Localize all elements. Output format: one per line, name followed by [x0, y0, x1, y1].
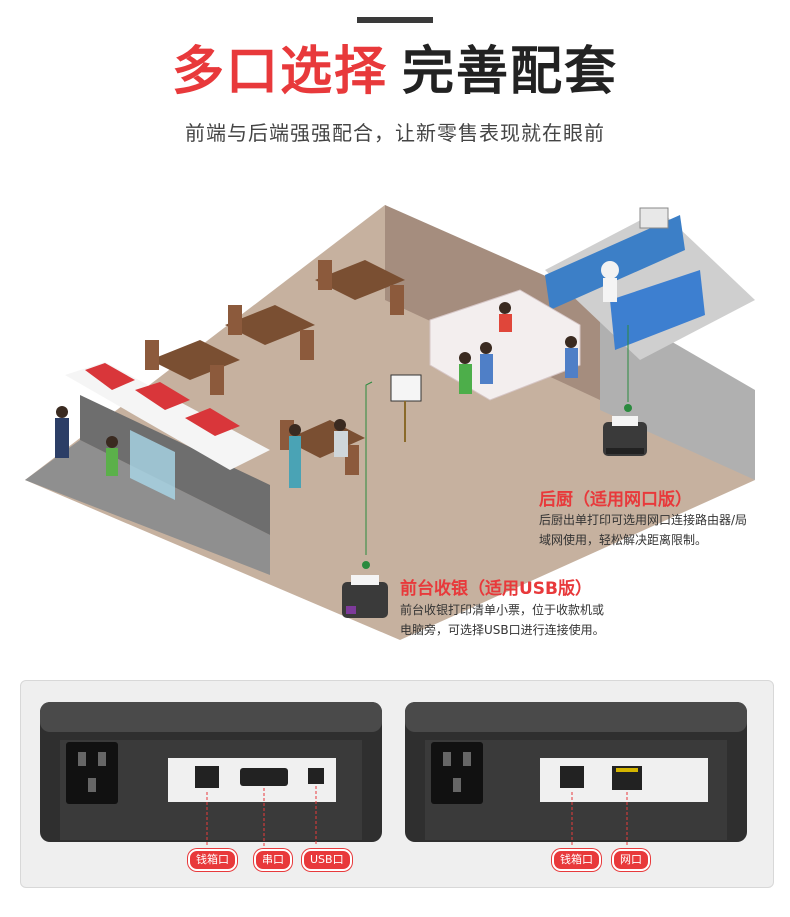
front-desc-line-1: 前台收银打印清单小票，位于收款机或 — [400, 603, 605, 617]
kitchen-desc-line-2: 域网使用，轻松解决距离限制。 — [539, 533, 708, 547]
kitchen-printer — [603, 416, 647, 456]
kitchen-label-title: 后厨（适用网口版） — [539, 490, 692, 510]
kitchen-counter — [545, 215, 685, 310]
qr-menu-stand — [390, 374, 422, 402]
kitchen-island — [610, 270, 705, 350]
front-label-desc: 前台收银打印清单小票，位于收款机或 电脑旁，可选择USB口进行连接使用。 — [400, 600, 605, 640]
page-title: 多口选择完善配套 — [0, 40, 790, 104]
port-tag-usb: USB口 — [302, 849, 352, 871]
power-socket — [66, 742, 118, 804]
glass-door — [130, 430, 175, 500]
front-connector-line — [365, 381, 373, 555]
front-desc-line-2: 电脑旁，可选择USB口进行连接使用。 — [400, 623, 605, 637]
awning-white — [65, 362, 270, 470]
serial-port — [240, 768, 288, 786]
chef — [601, 261, 619, 279]
lan-model-rear — [405, 702, 747, 846]
port-tag-lan: 网口 — [612, 849, 650, 871]
title-red: 多口选择 — [171, 42, 388, 102]
kitchen-label-desc: 后厨出单打印可选用网口连接路由器/局 域网使用，轻松解决距离限制。 — [539, 510, 747, 550]
entrance-wall — [25, 440, 270, 575]
usb-model-rear — [40, 702, 382, 846]
people — [55, 302, 578, 488]
microwave — [639, 207, 669, 229]
usb-port — [308, 768, 324, 784]
kitchen-desc-line-1: 后厨出单打印可选用网口连接路由器/局 — [539, 513, 748, 527]
port-tag-cashbox-lan: 钱箱口 — [552, 849, 601, 871]
front-connector-dot — [362, 561, 370, 569]
port-tag-cashbox: 钱箱口 — [188, 849, 237, 871]
dining-tables — [150, 260, 405, 458]
title-dark: 完善配套 — [402, 42, 619, 102]
page-subtitle: 前端与后端强强配合，让新零售表现就在眼前 — [185, 121, 605, 145]
awning-stripes — [85, 363, 240, 436]
kitchen-floor — [545, 210, 755, 360]
cashbox-port — [195, 766, 219, 788]
top-accent-bar — [357, 17, 433, 23]
power-socket-2 — [431, 742, 483, 804]
front-label-title: 前台收银（适用USB版） — [400, 579, 593, 599]
restaurant-illustration — [25, 205, 755, 640]
chairs — [145, 260, 404, 475]
printer-rear-views — [40, 702, 747, 846]
cashbox-port-2 — [560, 766, 584, 788]
front-printer — [342, 575, 388, 618]
kitchen-connector-dot — [624, 404, 632, 412]
port-tag-serial: 串口 — [254, 849, 292, 871]
